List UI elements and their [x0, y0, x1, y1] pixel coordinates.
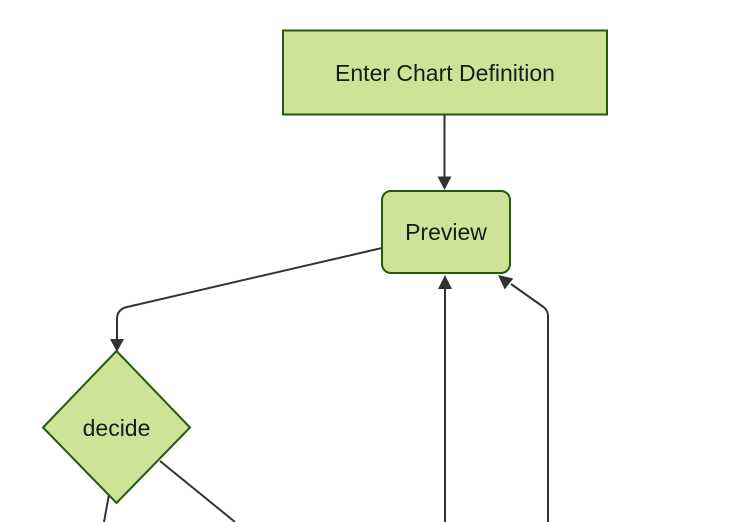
node-preview-label: Preview: [405, 219, 487, 245]
edge-preview-to-decide: [110, 247, 383, 352]
arrowhead-into-decide-top: [110, 339, 124, 352]
edge-preview-to-decide-line: [116, 247, 383, 339]
arrowhead-into-preview-corner: [498, 275, 514, 290]
edge-decide-to-offscreen-left-line: [103, 494, 110, 522]
edge-offscreen-to-preview-corner-line: [510, 283, 549, 522]
edge-enter-to-preview: [437, 115, 452, 190]
node-preview: Preview: [381, 190, 511, 274]
node-decide-label: decide: [83, 415, 151, 441]
edge-offscreen-to-preview-bottom: [438, 275, 452, 522]
node-enter-chart-definition-label: Enter Chart Definition: [335, 60, 555, 86]
node-decide: decide: [41, 349, 192, 505]
edge-offscreen-to-preview-corner: [498, 275, 549, 522]
edge-decide-to-offscreen-right-line: [159, 460, 236, 522]
edge-decide-to-offscreen-right: [159, 460, 236, 522]
edge-decide-to-offscreen-left: [103, 494, 110, 522]
node-enter-chart-definition-shape: [282, 29, 608, 116]
node-decide-shape: [41, 349, 192, 505]
arrowhead-into-preview-top: [437, 176, 452, 190]
node-preview-shape: [381, 190, 511, 274]
node-enter-chart-definition: Enter Chart Definition: [282, 29, 608, 116]
arrowhead-into-preview-bottom: [438, 275, 452, 289]
